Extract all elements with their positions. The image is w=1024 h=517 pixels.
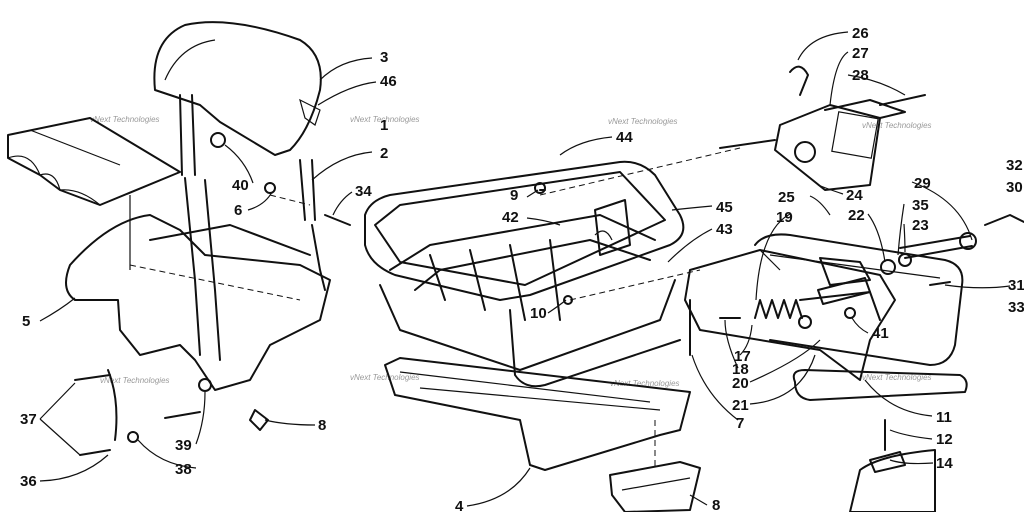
mounting-frame [754, 233, 968, 513]
callout-8-right: 8 [712, 497, 720, 512]
callout-32: 32 [1006, 157, 1023, 174]
callout-36: 36 [20, 473, 37, 490]
callout-46: 46 [380, 73, 397, 90]
callout-39: 39 [175, 437, 192, 454]
callout-31: 31 [1008, 277, 1024, 294]
base-plate [384, 357, 691, 471]
watermark: vNext Technologies [350, 115, 420, 124]
backrest-frame [179, 94, 326, 291]
backrest-pad [153, 21, 322, 156]
callout-18: 18 [732, 361, 749, 378]
left-hardware [74, 182, 573, 456]
callout-14: 14 [936, 455, 953, 472]
callout-25: 25 [778, 189, 795, 206]
callout-20: 20 [732, 375, 749, 392]
callout-23: 23 [912, 217, 929, 234]
callout-21: 21 [732, 397, 749, 414]
callout-28: 28 [852, 67, 869, 84]
callout-27: 27 [852, 45, 869, 62]
watermarks: vNext Technologies vNext Technologies vN… [90, 115, 932, 388]
watermark: vNext Technologies [862, 373, 932, 382]
callout-24: 24 [846, 187, 863, 204]
seat-frame [65, 177, 331, 391]
seat-plate [7, 117, 181, 206]
rear-rack [364, 160, 685, 388]
callout-33: 33 [1008, 299, 1024, 316]
callout-43: 43 [716, 221, 733, 238]
spring-and-bolts [689, 214, 1024, 473]
tail-light [719, 65, 926, 191]
callout-17: 17 [734, 348, 751, 365]
callout-9: 9 [510, 187, 518, 204]
callout-30: 30 [1006, 179, 1023, 196]
callout-38: 38 [175, 461, 192, 478]
callout-1: 1 [380, 117, 388, 134]
callout-40: 40 [232, 177, 249, 194]
callout-44: 44 [616, 129, 633, 146]
callout-10: 10 [530, 305, 547, 322]
watermark: vNext Technologies [608, 117, 678, 126]
callout-34: 34 [355, 183, 372, 200]
callout-4: 4 [455, 498, 464, 512]
callout-labels: 3 46 1 2 40 6 34 5 37 36 39 38 8 44 9 42… [20, 25, 1024, 515]
watermark: vNext Technologies [100, 376, 170, 385]
callout-7: 7 [736, 415, 744, 432]
callout-35: 35 [912, 197, 929, 214]
callout-11: 11 [936, 409, 952, 426]
callout-41: 41 [872, 325, 889, 342]
leader-lines [39, 31, 1011, 507]
callout-5: 5 [22, 313, 30, 330]
callout-8-left: 8 [318, 417, 326, 434]
watermark: vNext Technologies [610, 379, 680, 388]
callout-22: 22 [848, 207, 865, 224]
callout-19: 19 [776, 209, 793, 226]
watermark: vNext Technologies [350, 373, 420, 382]
watermark: vNext Technologies [90, 115, 160, 124]
callout-29: 29 [914, 175, 931, 192]
callout-12: 12 [936, 431, 953, 448]
bottom-bracket [609, 461, 701, 513]
callout-6: 6 [234, 202, 242, 219]
callout-26: 26 [852, 25, 869, 42]
alignment-lines [129, 147, 741, 470]
callout-3: 3 [380, 49, 388, 66]
callout-45: 45 [716, 199, 733, 216]
callout-37: 37 [20, 411, 37, 428]
watermark: vNext Technologies [862, 121, 932, 130]
callout-42: 42 [502, 209, 519, 226]
callout-2: 2 [380, 145, 388, 162]
